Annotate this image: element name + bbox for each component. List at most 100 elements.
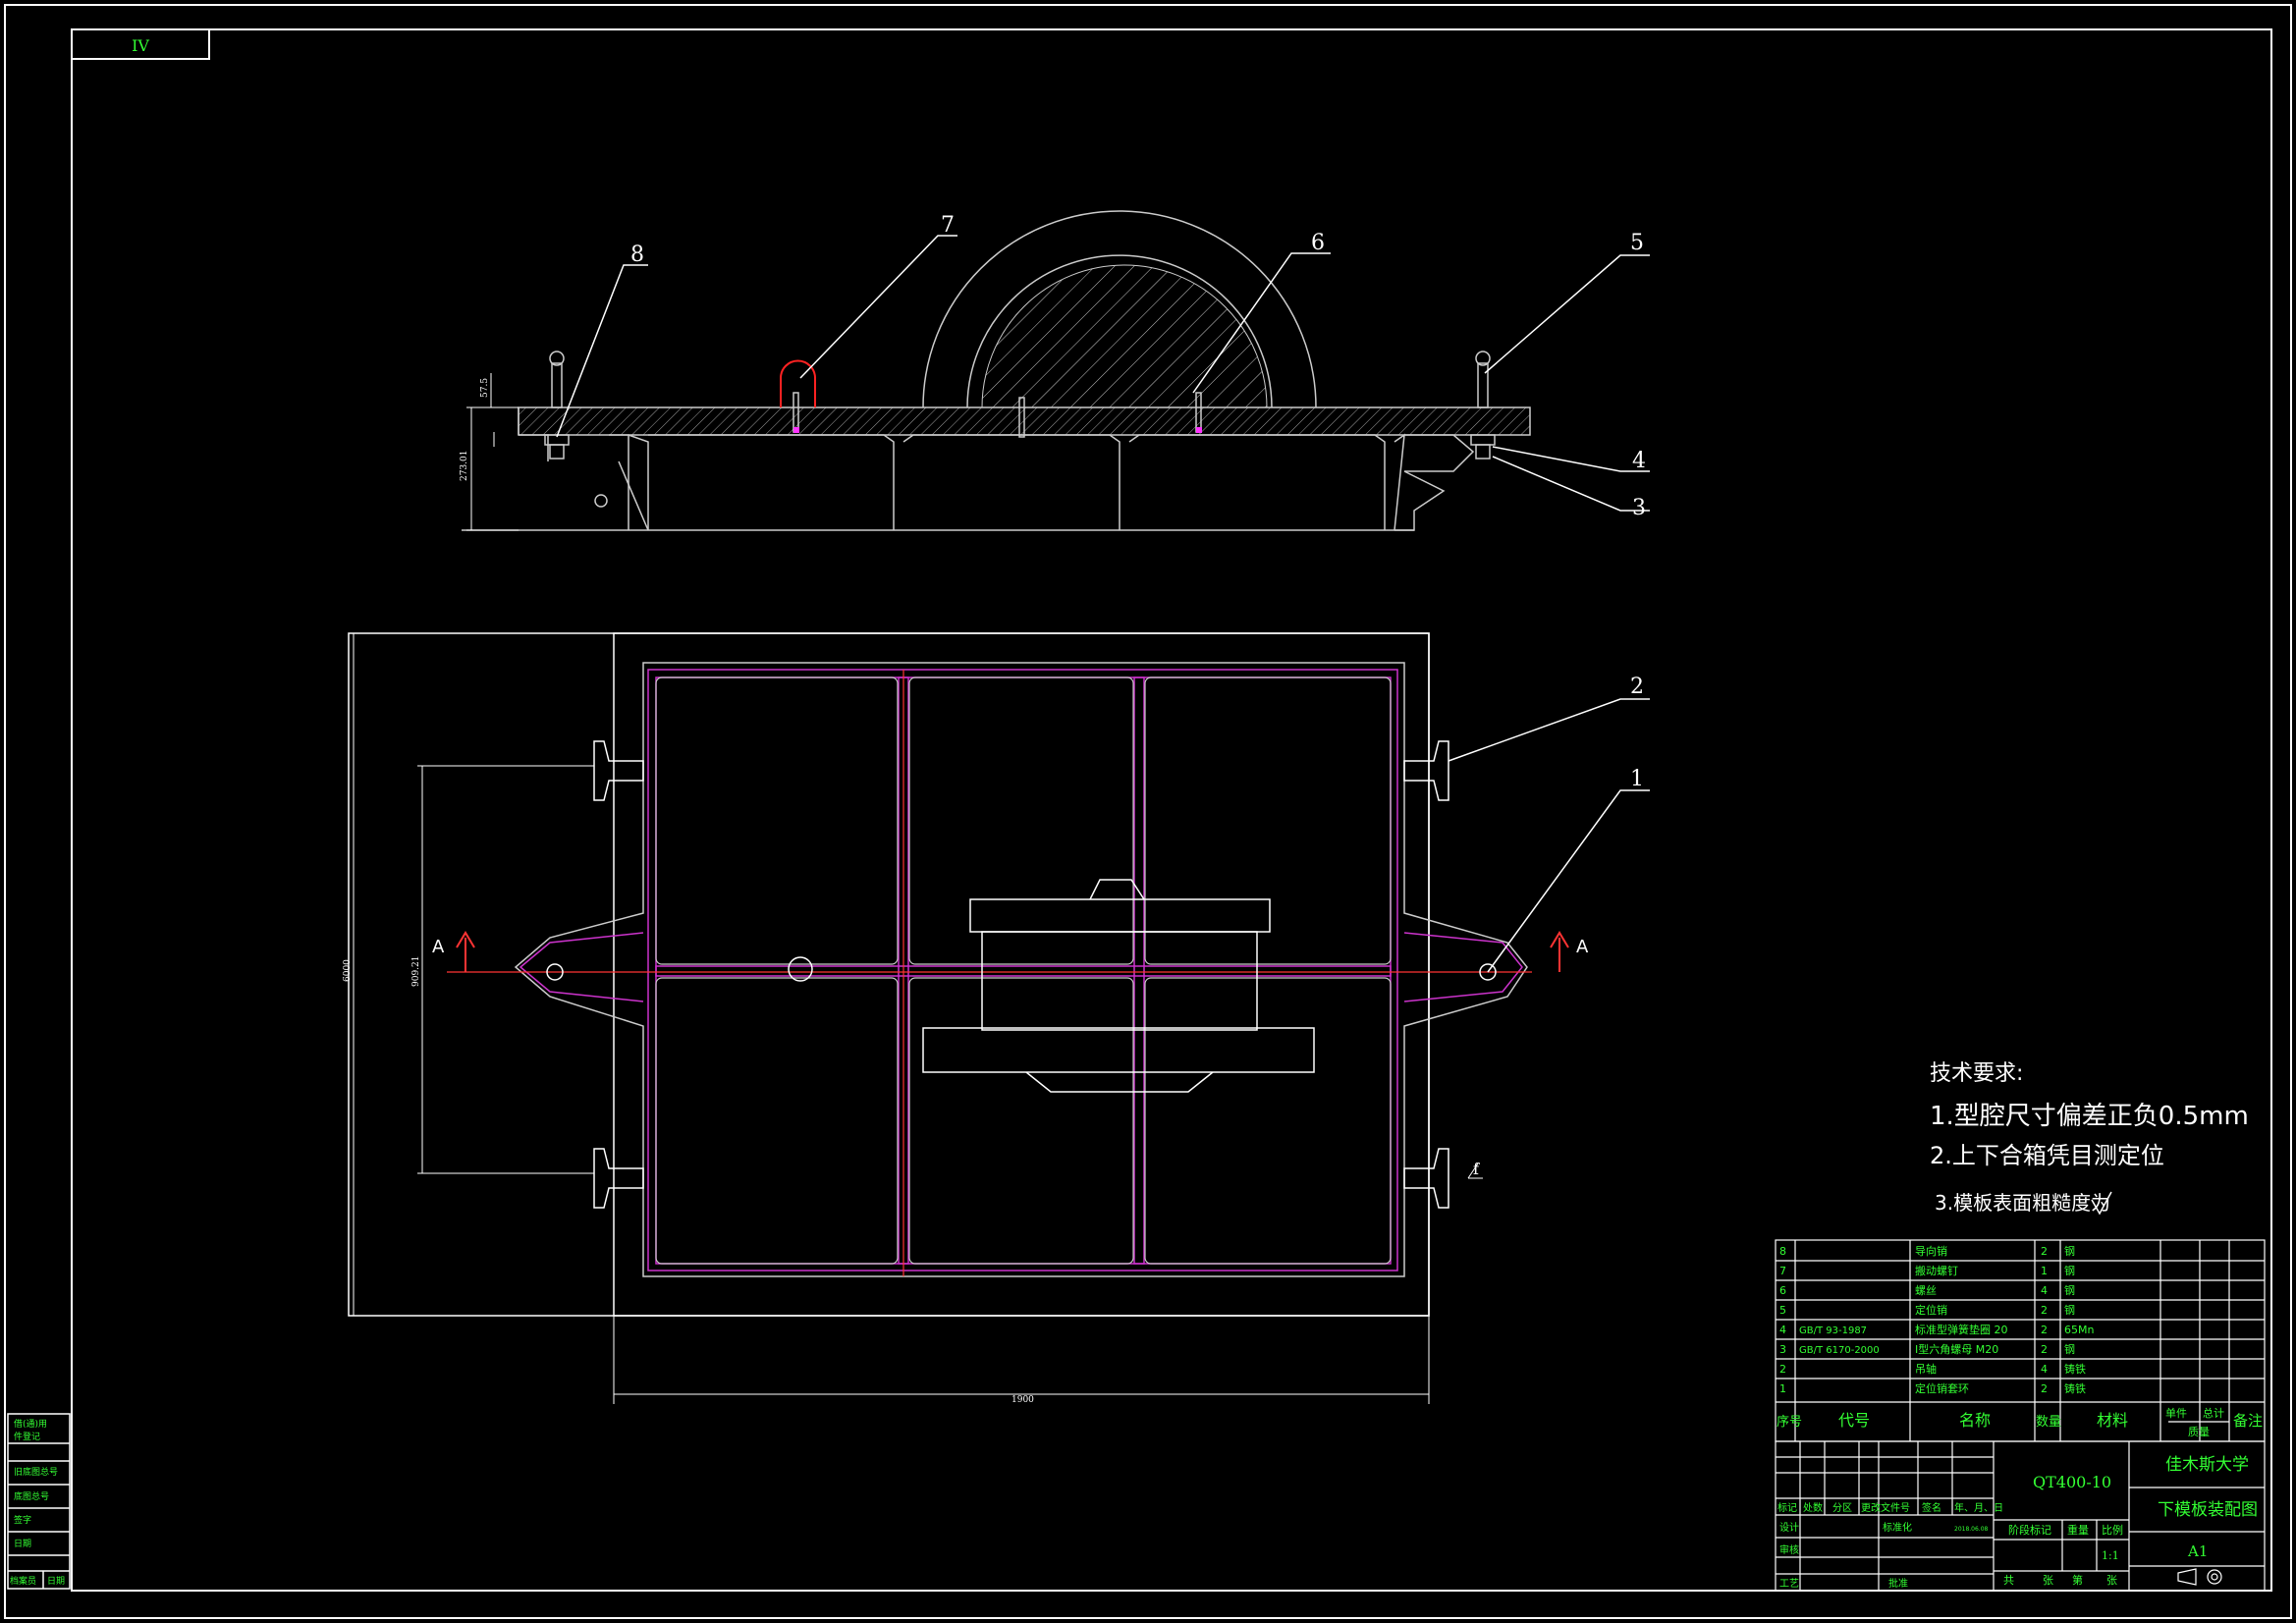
strip-label-5: 日期 xyxy=(14,1539,31,1549)
strip-label-3: 底图总号 xyxy=(14,1490,49,1502)
bom-row-4-no: 4 xyxy=(1779,1324,1786,1336)
callout-5: 5 xyxy=(1630,231,1644,255)
bom-row-4-mat: 65Mn xyxy=(2064,1324,2094,1336)
pattern-inner-arc xyxy=(966,254,1273,408)
tb-sheet: 张 xyxy=(2043,1574,2053,1587)
tb-sign: 签名 xyxy=(1922,1501,1941,1514)
tech-item-3: 3.模板表面粗糙度为 xyxy=(1935,1191,2110,1215)
tb-university: 佳木斯大学 xyxy=(2165,1455,2249,1475)
dim-inner: 909.21 xyxy=(411,956,421,988)
strip-label-7: 日期 xyxy=(47,1576,65,1587)
dim-height-b: 273.01 xyxy=(460,451,469,482)
bom-row-5-code: GB/T 6170-2000 xyxy=(1799,1345,1880,1356)
bom-row-2-name: 螺丝 xyxy=(1915,1284,1937,1297)
projection-symbol-icon xyxy=(2177,1568,2222,1586)
bom-row-4-qty: 2 xyxy=(2041,1324,2048,1336)
callout-1: 1 xyxy=(1630,767,1644,791)
bom-row-1-name: 搬动螺钉 xyxy=(1915,1264,1958,1277)
dim-height-a: 57.5 xyxy=(480,378,490,398)
callout-3: 3 xyxy=(1632,496,1646,520)
tag-f: f xyxy=(1473,1160,1480,1178)
section-mark-right: A xyxy=(1576,937,1589,957)
bom-h-mat: 材料 xyxy=(2097,1411,2128,1430)
bom-row-6-qty: 4 xyxy=(2041,1363,2048,1376)
tb-review: 审核 xyxy=(1779,1543,1799,1556)
plan-view: 909.21 6000 1900 f A A xyxy=(343,632,1589,1405)
tb-date-small: 2018.06.08 xyxy=(1954,1526,1989,1533)
bom-row-4-code: GB/T 93-1987 xyxy=(1799,1325,1867,1336)
bom-row-3-name: 定位销 xyxy=(1915,1303,1947,1317)
tb-drawing-name: 下模板装配图 xyxy=(2158,1500,2258,1520)
tech-requirements: 技术要求: 1.型腔尺寸偏差正负0.5mm 2.上下合箱凭目测定位 3.模板表面… xyxy=(1930,1061,2249,1216)
bom-row-4-name: 标准型弹簧垫圈 20 xyxy=(1915,1323,2008,1336)
tb-count: 处数 xyxy=(1803,1501,1823,1514)
tb-approve: 批准 xyxy=(1888,1577,1908,1590)
bom-rows: 8 导向销 2 钢 7 搬动螺钉 1 钢 6 螺丝 4 钢 5 定位销 2 钢 … xyxy=(1779,1244,2094,1395)
dim-left-overall: 6000 xyxy=(343,959,353,982)
tb-date: 年、月、日 xyxy=(1954,1501,2003,1514)
zone-label: IV xyxy=(132,36,149,55)
section-view: 57.5 273.01 xyxy=(460,210,1531,531)
title-block-text: QT400-10 佳木斯大学 下模板装配图 A1 1:1 阶段标记 重量 比例 … xyxy=(1777,1455,2258,1590)
tb-standard: 标准化 xyxy=(1883,1521,1912,1534)
tb-material: QT400-10 xyxy=(2033,1473,2111,1491)
bom-h-weight: 质量 xyxy=(2188,1426,2210,1438)
inner-frame xyxy=(71,28,2272,1592)
tb-sheets: 张 xyxy=(2106,1574,2117,1587)
bom-row-7-mat: 铸铁 xyxy=(2064,1381,2086,1395)
bom-row-1-no: 7 xyxy=(1779,1265,1786,1277)
bom-row-5-no: 3 xyxy=(1779,1343,1786,1356)
bom-header: 序号 代号 名称 数量 材料 单件 总计 质量 备注 xyxy=(1777,1406,2263,1438)
lifting-eye-red xyxy=(780,359,816,407)
pattern-outer-arc xyxy=(922,210,1317,408)
callout-7: 7 xyxy=(941,213,955,238)
tb-scale: 1:1 xyxy=(2102,1549,2119,1562)
bom-row-6-name: 吊轴 xyxy=(1915,1362,1937,1376)
tb-process: 工艺 xyxy=(1779,1578,1799,1590)
tb-sheet-size: A1 xyxy=(2187,1542,2208,1560)
bom-row-1-qty: 1 xyxy=(2041,1265,2048,1277)
bom-h-code: 代号 xyxy=(1838,1411,1870,1430)
strip-label-2: 旧底图总号 xyxy=(14,1466,58,1478)
strip-label-6: 档案员 xyxy=(10,1575,36,1587)
pattern-hatched-core xyxy=(981,264,1268,408)
tb-ratio: 比例 xyxy=(2102,1523,2123,1537)
bom-h-remark: 备注 xyxy=(2233,1412,2263,1430)
tech-item-2: 2.上下合箱凭目测定位 xyxy=(1930,1142,2164,1169)
callout-6: 6 xyxy=(1311,231,1325,255)
bom-row-5-name: I型六角螺母 M20 xyxy=(1915,1342,1998,1356)
bom-row-0-name: 导向销 xyxy=(1915,1244,1947,1258)
callout-4: 4 xyxy=(1632,449,1646,473)
strip-label-0: 借(通)用 xyxy=(14,1418,47,1430)
section-mark-left: A xyxy=(432,937,445,957)
bom-row-7-name: 定位销套环 xyxy=(1915,1381,1969,1395)
bom-row-0-no: 8 xyxy=(1779,1245,1786,1258)
bom-row-3-qty: 2 xyxy=(2041,1304,2048,1317)
roughness-symbol xyxy=(2091,1191,2112,1216)
bom-row-5-qty: 2 xyxy=(2041,1343,2048,1356)
tb-mark: 标记 xyxy=(1777,1502,1797,1514)
bom-row-6-no: 2 xyxy=(1779,1363,1786,1376)
tb-design: 设计 xyxy=(1779,1521,1799,1534)
bom-h-name: 名称 xyxy=(1959,1411,1991,1430)
dim-bottom-overall: 1900 xyxy=(1011,1395,1034,1405)
callout-8: 8 xyxy=(630,243,644,267)
bom-h-unit: 单件 xyxy=(2165,1407,2187,1420)
tech-title: 技术要求: xyxy=(1930,1061,2023,1086)
bom-row-5-mat: 钢 xyxy=(2064,1343,2075,1356)
tb-zone: 分区 xyxy=(1832,1502,1852,1514)
callout-leaders-top xyxy=(556,235,1650,512)
bom-h-total: 总计 xyxy=(2203,1406,2224,1420)
callout-2: 2 xyxy=(1630,675,1644,699)
bom-row-7-qty: 2 xyxy=(2041,1382,2048,1395)
left-strip xyxy=(7,1413,71,1590)
tb-total: 共 xyxy=(2003,1574,2014,1587)
bom-row-6-mat: 铸铁 xyxy=(2064,1362,2086,1376)
callout-leaders-plan xyxy=(1448,698,1650,973)
zone-box xyxy=(71,28,210,60)
tb-no: 第 xyxy=(2072,1573,2083,1587)
bom-row-1-mat: 钢 xyxy=(2064,1265,2075,1277)
tb-weight: 重量 xyxy=(2067,1523,2089,1537)
outer-frame xyxy=(4,4,2292,1619)
